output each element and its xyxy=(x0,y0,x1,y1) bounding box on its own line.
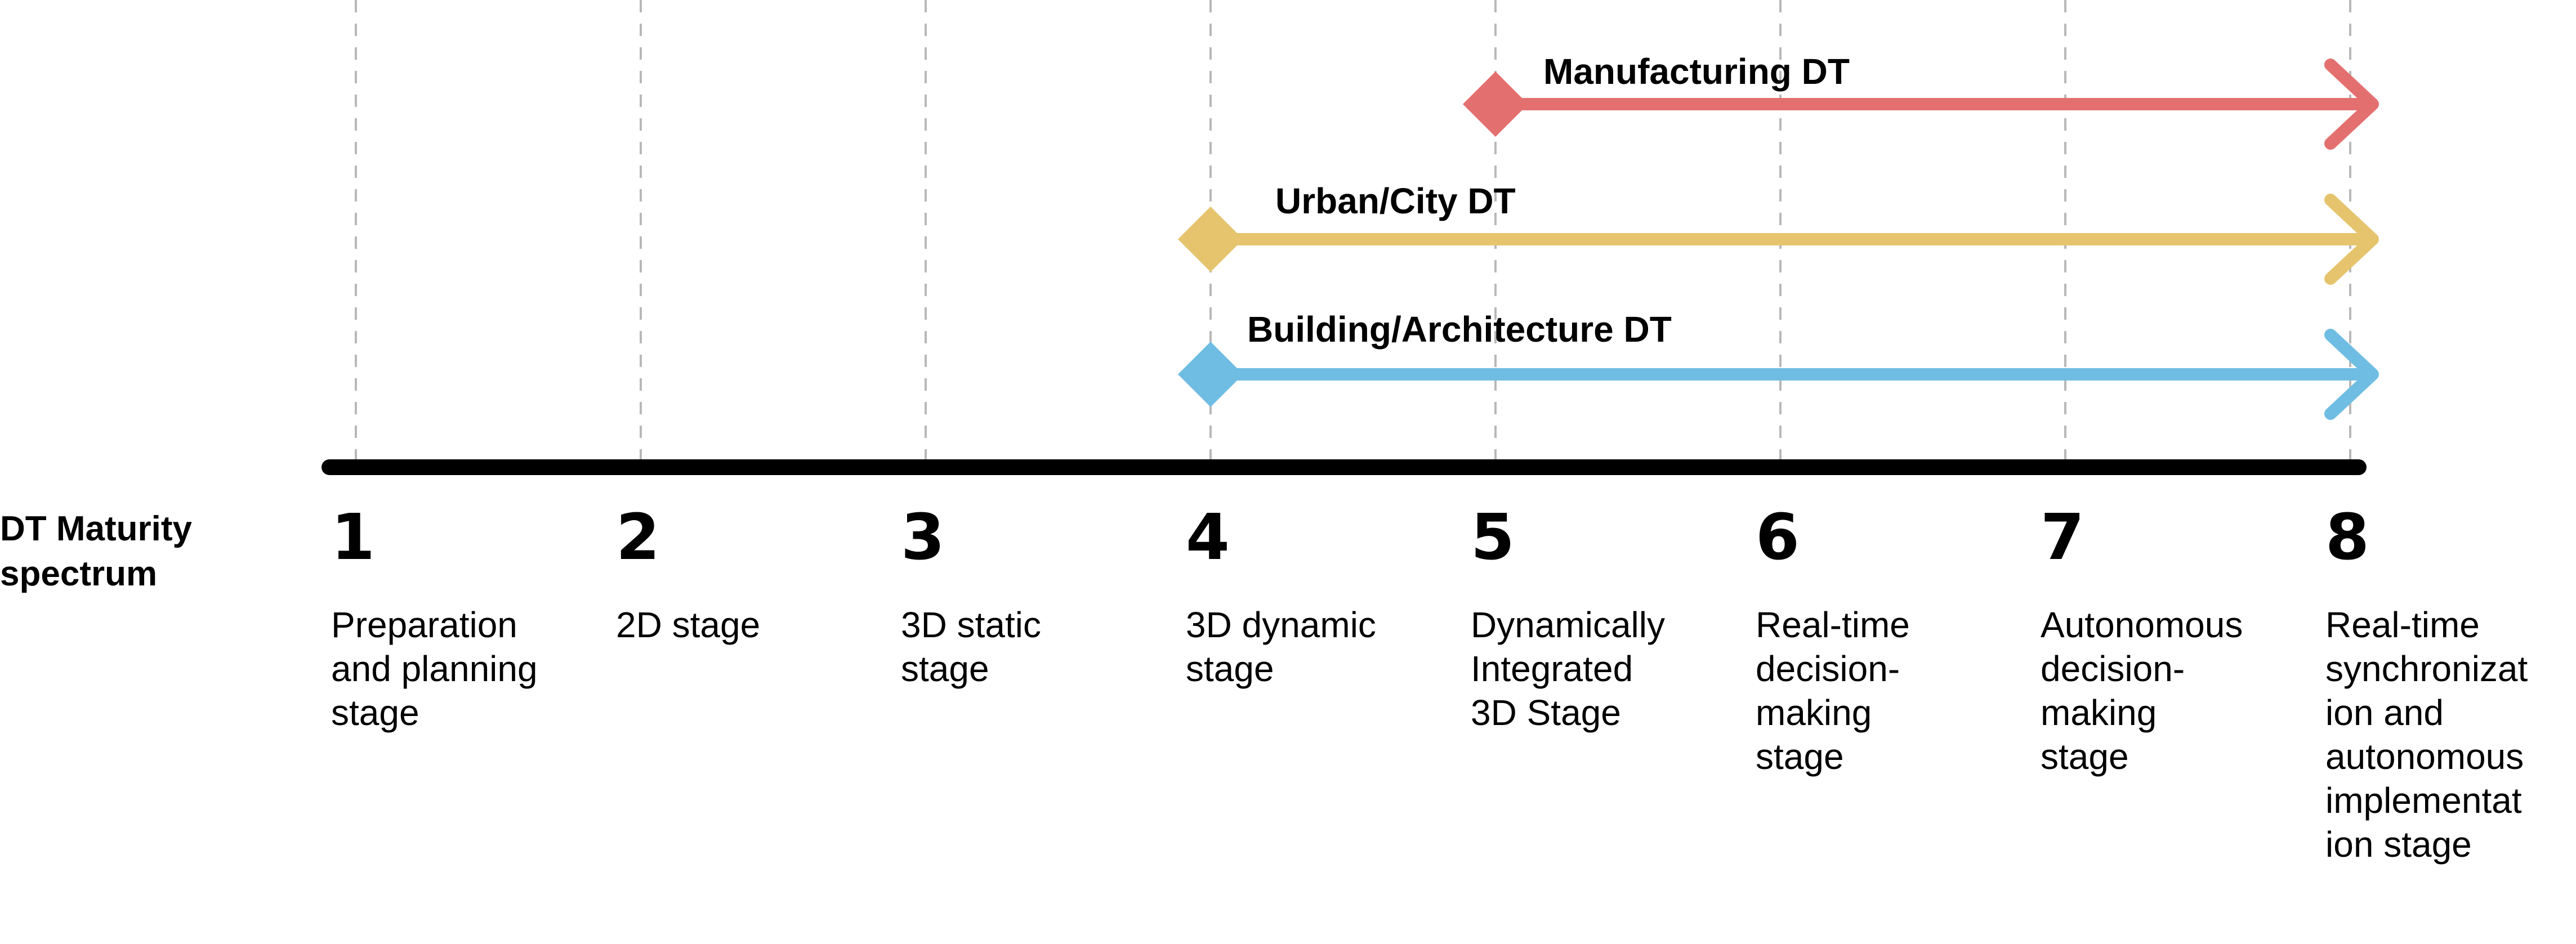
stage-number: 2 xyxy=(616,501,660,574)
track-label-urban: Urban/City DT xyxy=(1275,181,1516,221)
stage-number: 7 xyxy=(2041,501,2084,574)
stage-name: Real-time decision- making stage xyxy=(1756,605,1910,777)
stage-name: 3D dynamic stage xyxy=(1186,605,1376,689)
track-arrowhead-manufacturing xyxy=(2324,59,2379,150)
track-start-diamond-manufacturing xyxy=(1463,71,1528,137)
stage-number: 5 xyxy=(1471,501,1515,574)
stage-column-5: 5 Dynamically Integrated 3D Stage xyxy=(1471,504,1696,735)
stage-column-8: 8 Real-time synchronizat ion and autonom… xyxy=(2325,504,2562,866)
stage-column-7: 7 Autonomous decision- making stage xyxy=(2041,504,2266,779)
track-start-diamond-urban xyxy=(1178,207,1243,272)
stage-name: Preparation and planning stage xyxy=(331,605,538,733)
track-label-building: Building/Architecture DT xyxy=(1247,309,1672,350)
spectrum-label-line-1: DT Maturity xyxy=(0,509,192,548)
stage-name: 3D static stage xyxy=(901,605,1041,689)
stage-column-3: 3 3D static stage xyxy=(901,504,1126,691)
track-start-diamond-building xyxy=(1178,342,1243,407)
stage-number: 1 xyxy=(331,501,375,574)
stage-number: 8 xyxy=(2325,501,2369,574)
stage-column-4: 4 3D dynamic stage xyxy=(1186,504,1411,691)
spectrum-label-line-2: spectrum xyxy=(0,554,158,593)
track-label-manufacturing: Manufacturing DT xyxy=(1543,51,1850,92)
stage-number: 3 xyxy=(901,501,945,574)
stage-number: 6 xyxy=(1756,501,1800,574)
track-arrowhead-urban xyxy=(2324,194,2379,285)
track-arrowhead-building xyxy=(2324,329,2379,420)
stage-name: 2D stage xyxy=(616,605,761,645)
stage-name: Real-time synchronizat ion and autonomou… xyxy=(2325,605,2528,865)
stage-number: 4 xyxy=(1186,501,1230,574)
stage-name: Dynamically Integrated 3D Stage xyxy=(1471,605,1665,733)
stage-column-6: 6 Real-time decision- making stage xyxy=(1756,504,1981,779)
stage-name: Autonomous decision- making stage xyxy=(2041,605,2243,777)
stage-column-2: 2 2D stage xyxy=(616,504,841,647)
stage-column-1: 1 Preparation and planning stage xyxy=(331,504,556,735)
spectrum-label: DT Maturity spectrum xyxy=(0,507,236,597)
